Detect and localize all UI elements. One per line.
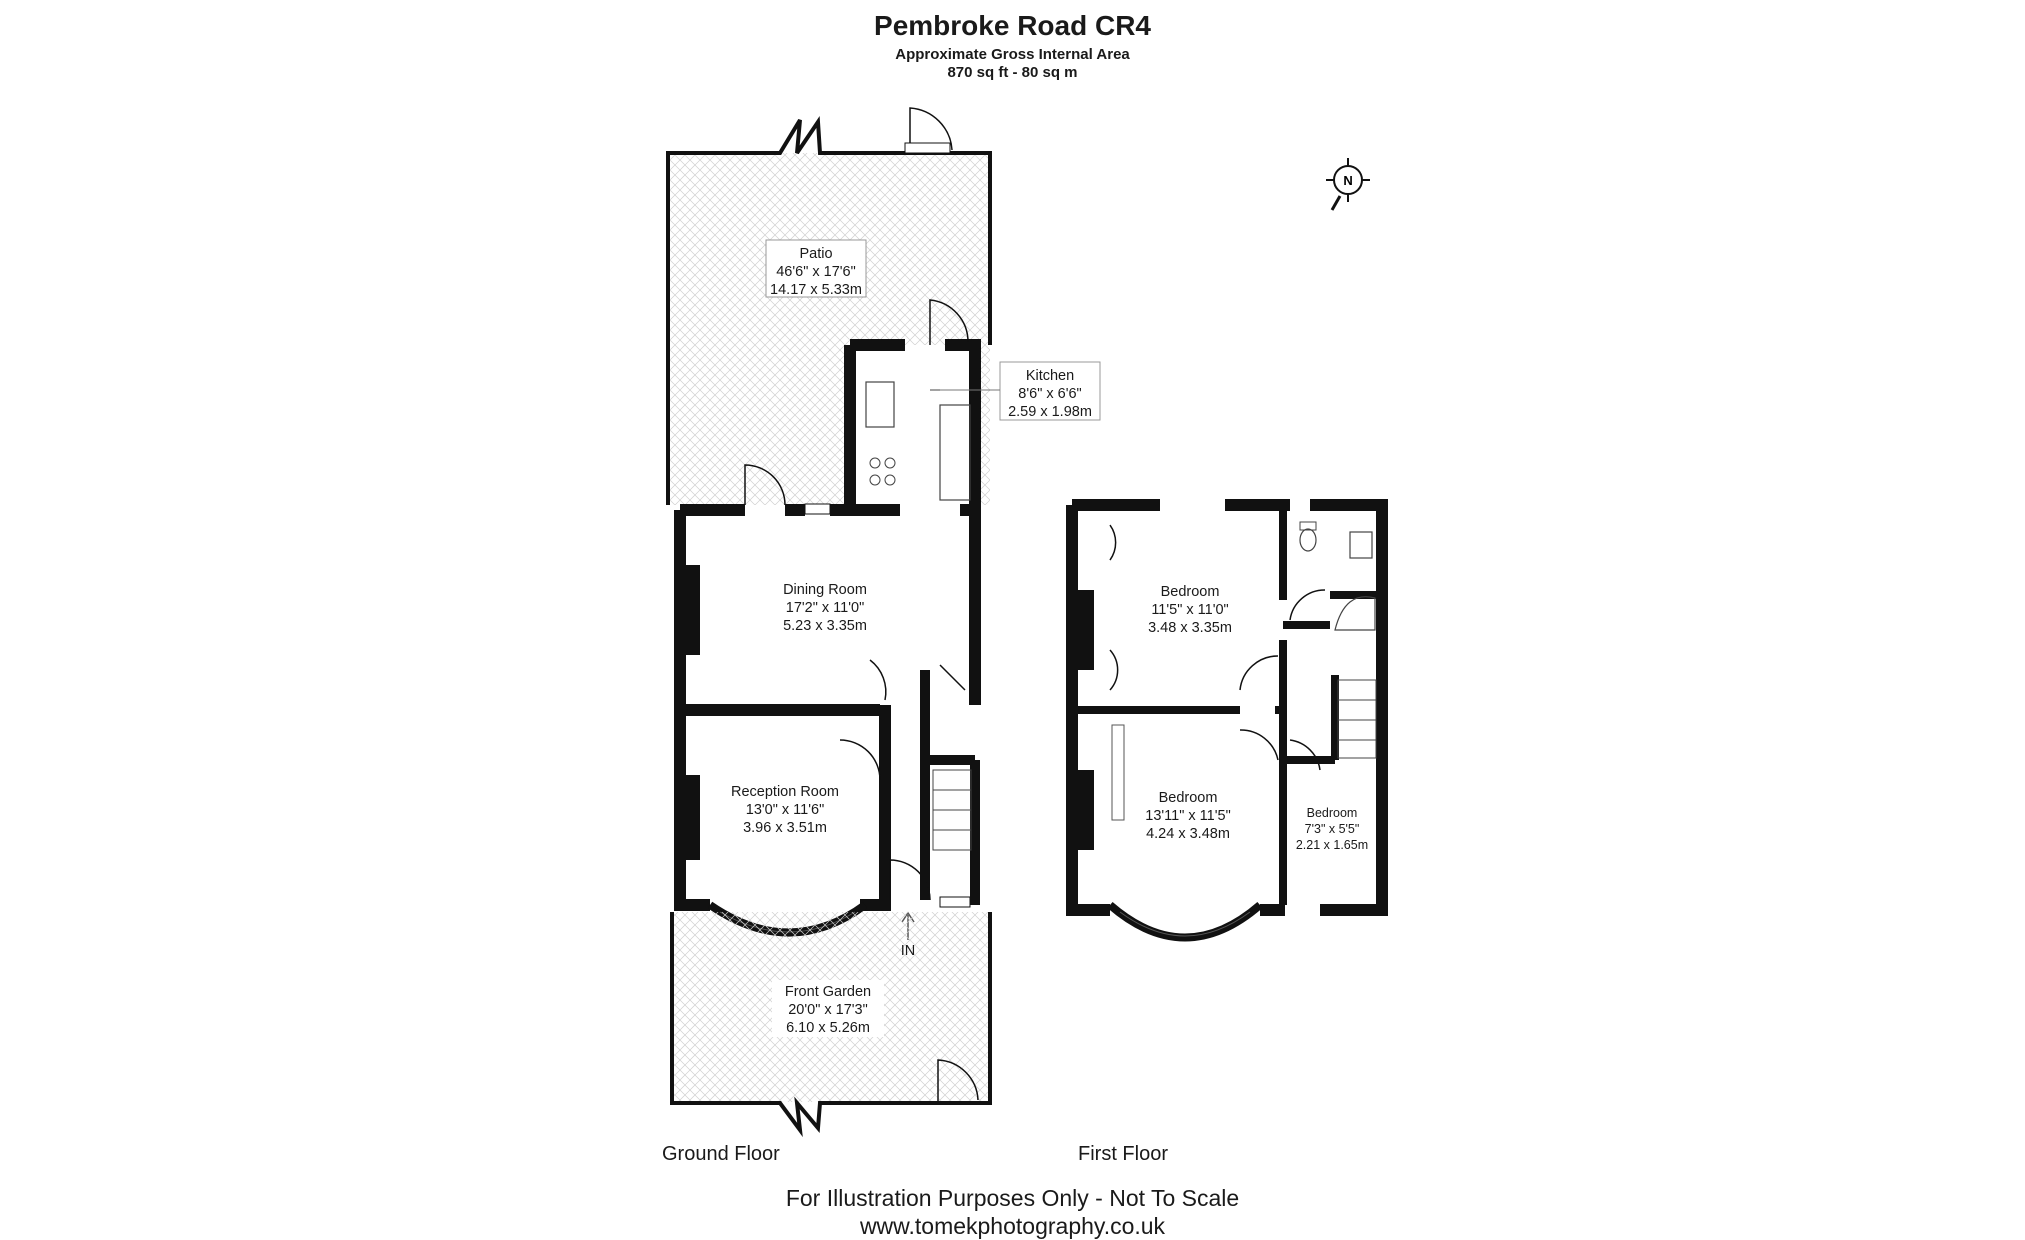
kitchen-metric: 2.59 x 1.98m (1008, 404, 1092, 420)
footer-disclaimer: For Illustration Purposes Only - Not To … (785, 1185, 1240, 1211)
first-floor-plan (1066, 499, 1388, 942)
reception-metric: 3.96 x 3.51m (743, 820, 827, 836)
plan-subtitle: Approximate Gross Internal Area (895, 46, 1130, 63)
patio-metric: 14.17 x 5.33m (770, 282, 862, 298)
bedroom1-name: Bedroom (1161, 584, 1220, 600)
compass-label: N (1343, 173, 1352, 188)
reception-room (674, 704, 971, 937)
kitchen-label-box (999, 361, 1101, 421)
kitchen-name: Kitchen (1026, 368, 1074, 384)
kitchen-imperial: 8'6" x 6'6" (1018, 386, 1081, 402)
patio-imperial: 46'6" x 17'6" (776, 264, 856, 280)
bedroom1-imperial: 11'5" x 11'0" (1151, 602, 1228, 618)
dining-room (674, 464, 981, 705)
bedroom3-name: Bedroom (1307, 806, 1358, 820)
bedroom2-metric: 4.24 x 3.48m (1146, 826, 1230, 842)
front-garden-metric: 6.10 x 5.26m (786, 1020, 870, 1036)
reception-name: Reception Room (731, 784, 839, 800)
ground-floor-label: Ground Floor (662, 1143, 780, 1165)
compass-icon: N (1326, 158, 1370, 211)
dining-name: Dining Room (783, 582, 867, 598)
bedroom3-imperial: 7'3" x 5'5" (1305, 822, 1360, 836)
entrance-label: IN (901, 943, 916, 959)
kitchen-block (844, 299, 981, 505)
bedroom2-name: Bedroom (1159, 790, 1218, 806)
front-garden-imperial: 20'0" x 17'3" (788, 1002, 868, 1018)
patio-label-box (765, 239, 867, 298)
dining-metric: 5.23 x 3.35m (783, 618, 867, 634)
hall-stairs (869, 659, 980, 905)
dining-imperial: 17'2" x 11'0" (786, 600, 864, 616)
first-floor-label: First Floor (1078, 1143, 1168, 1165)
front-garden-name: Front Garden (785, 984, 871, 1000)
bedroom1-metric: 3.48 x 3.35m (1148, 620, 1232, 636)
front-garden-label-box (772, 980, 884, 1037)
plan-area: 870 sq ft - 80 sq m (947, 64, 1078, 81)
plan-title: Pembroke Road CR4 (874, 10, 1151, 41)
bedroom3-metric: 2.21 x 1.65m (1296, 838, 1368, 852)
reception-imperial: 13'0" x 11'6" (746, 802, 824, 818)
bedroom2-imperial: 13'11" x 11'5" (1145, 808, 1230, 824)
footer-website[interactable]: www.tomekphotography.co.uk (859, 1213, 1166, 1239)
patio-name: Patio (799, 246, 832, 262)
